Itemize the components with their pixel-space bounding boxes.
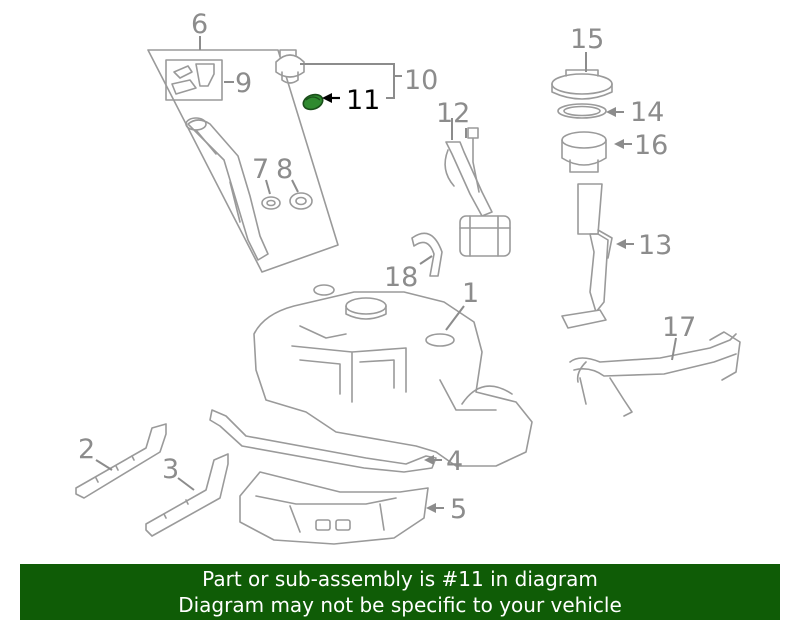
label-part-3: 3 <box>162 454 179 485</box>
label-part-5: 5 <box>450 494 467 525</box>
label-part-14: 14 <box>630 97 664 128</box>
label-part-4: 4 <box>446 446 463 477</box>
label-part-10: 10 <box>404 65 438 96</box>
part-13-sending-unit <box>561 183 613 329</box>
part-11-seal-highlighted <box>302 93 324 111</box>
label-part-11: 11 <box>346 85 380 116</box>
label-part-7: 7 <box>252 154 269 185</box>
label-part-9: 9 <box>235 68 252 99</box>
label-part-16: 16 <box>634 130 668 161</box>
part-2-strap <box>75 423 167 499</box>
label-part-17: 17 <box>662 312 696 343</box>
leader-lines <box>95 36 677 513</box>
banner-line-1: Part or sub-assembly is #11 in diagram <box>202 567 598 591</box>
label-part-13: 13 <box>638 230 672 261</box>
part-group-6-panel <box>147 49 339 273</box>
part-18-hose <box>411 232 443 277</box>
banner-line-2: Diagram may not be specific to your vehi… <box>178 593 622 617</box>
part-12-pump <box>444 127 511 257</box>
part-17-vent-harness <box>569 331 741 417</box>
part-16-sender-top <box>561 131 607 173</box>
label-part-6: 6 <box>191 9 208 40</box>
label-part-1: 1 <box>462 278 479 309</box>
part-5-shield <box>239 471 429 545</box>
info-banner: Part or sub-assembly is #11 in diagram D… <box>20 564 780 620</box>
part-14-seal <box>557 103 607 119</box>
part-15-lock-ring <box>551 69 613 100</box>
label-part-15: 15 <box>570 24 604 55</box>
part-3-strap <box>145 453 229 537</box>
label-part-8: 8 <box>276 154 293 185</box>
label-part-2: 2 <box>78 434 95 465</box>
part-1-fuel-tank <box>253 284 533 467</box>
parts-diagram: 6 9 10 11 7 8 12 15 14 16 13 18 1 17 2 3… <box>75 9 741 545</box>
label-part-18: 18 <box>384 262 418 293</box>
label-part-12: 12 <box>436 98 470 129</box>
part-10-cap <box>275 49 305 84</box>
